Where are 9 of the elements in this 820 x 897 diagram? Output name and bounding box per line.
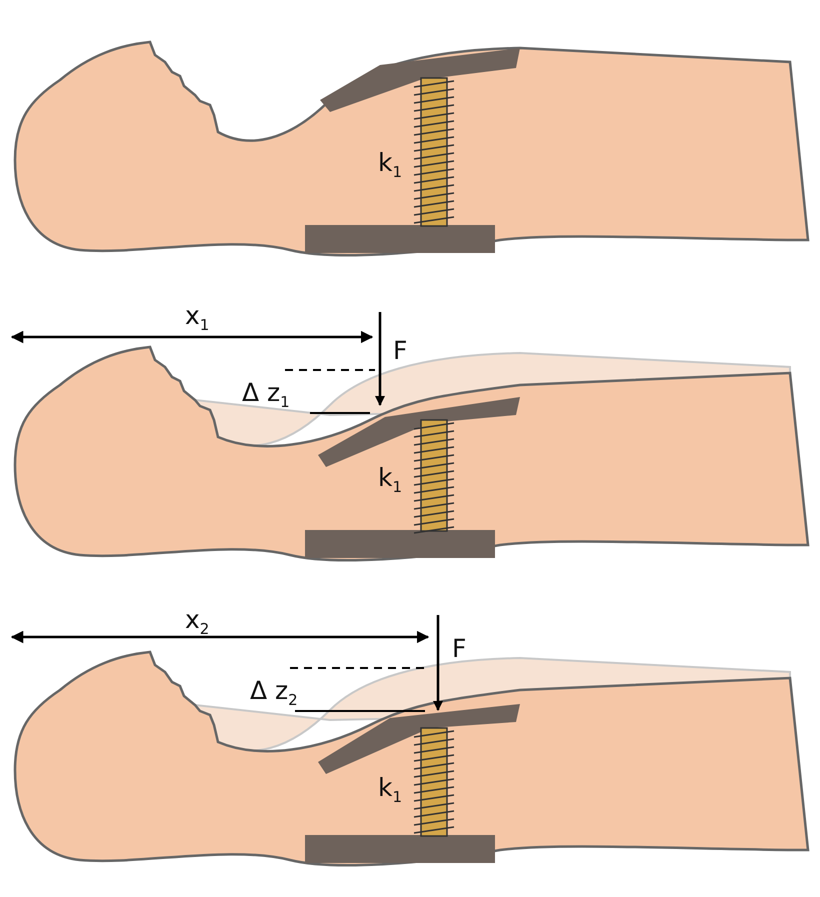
distance-label: x$_{2}$ xyxy=(185,607,210,637)
force-label: F xyxy=(393,338,408,363)
spring-constant-label: k$_{1}$ xyxy=(378,465,402,495)
displacement-label: Δ z$_{1}$ xyxy=(242,380,290,410)
spring-constant-label: k$_{1}$ xyxy=(378,150,402,180)
distance-label: x$_{1}$ xyxy=(185,303,210,333)
force-label: F xyxy=(452,636,466,661)
displacement-label: Δ z$_{2}$ xyxy=(250,678,298,708)
spring-constant-label: k$_{1}$ xyxy=(378,775,402,805)
